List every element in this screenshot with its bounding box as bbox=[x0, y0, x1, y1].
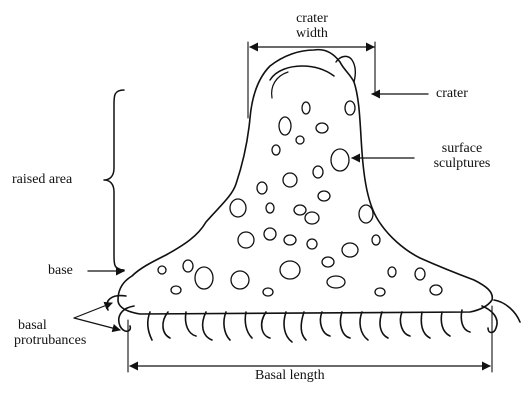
raised-area-brace bbox=[104, 90, 124, 270]
surface-sculptures bbox=[158, 101, 442, 296]
basal-protrubances bbox=[107, 296, 520, 342]
basal-protrubances-label: basal protrubances bbox=[14, 318, 86, 348]
base-label: base bbox=[48, 263, 73, 278]
surface-sculptures-label-line1: surface bbox=[414, 141, 510, 156]
surface-sculptures-label: surface sculptures bbox=[414, 141, 510, 171]
basal-protrubances-label-line1: basal bbox=[14, 318, 86, 333]
crater-width-label-line2: width bbox=[280, 26, 344, 41]
crater-rim bbox=[270, 66, 334, 80]
surface-sculptures-label-line2: sculptures bbox=[414, 156, 510, 171]
basal-pointer-upper bbox=[74, 303, 112, 318]
crater-width-label-line1: crater bbox=[280, 11, 344, 26]
basal-length-label: Basal length bbox=[255, 368, 325, 383]
raised-area-label: raised area bbox=[12, 172, 72, 187]
crater-label: crater bbox=[436, 86, 468, 101]
basal-protrubances-label-line2: protrubances bbox=[14, 333, 86, 348]
crater-width-label: crater width bbox=[280, 11, 344, 41]
